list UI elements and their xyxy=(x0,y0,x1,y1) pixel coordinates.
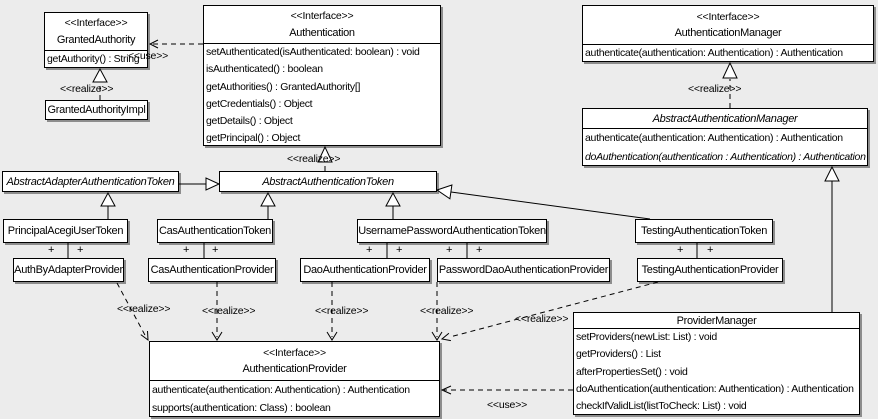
stereotype-label: <<Interface>> xyxy=(263,346,326,359)
method: doAuthentication(authentication : Authen… xyxy=(585,150,866,163)
class-name: TestingAuthenticationToken xyxy=(640,225,768,237)
class-auth-by-adapter-provider: AuthByAdapterProvider xyxy=(13,258,124,282)
stereotype-label: <<Interface>> xyxy=(696,10,760,23)
class-cas-authentication-token: CasAuthenticationToken xyxy=(157,219,273,243)
method: doAuthentication(authentication: Authent… xyxy=(576,382,854,395)
realize-label-testing: <<realize>> xyxy=(515,313,569,325)
class-testing-authentication-token: TestingAuthenticationToken xyxy=(635,219,773,243)
method: getCredentials() : Object xyxy=(206,97,313,110)
class-principal-acegi-user-token: PrincipalAcegiUserToken xyxy=(3,219,128,243)
method: setProviders(newList: List) : void xyxy=(576,331,717,343)
class-provider-manager: ProviderManager setProviders(newList: Li… xyxy=(573,312,860,415)
stereotype-label: <<Interface>> xyxy=(64,17,128,30)
realize-label-manager: <<realize>> xyxy=(688,83,742,95)
multiplicity-plus: + xyxy=(212,244,219,256)
class-abstract-adapter-authentication-token: AbstractAdapterAuthenticationToken xyxy=(2,171,179,192)
class-name: UsernamePasswordAuthenticationToken xyxy=(358,225,546,237)
multiplicity-plus: + xyxy=(446,244,453,256)
class-password-dao-authentication-provider: PasswordDaoAuthenticationProvider xyxy=(437,258,610,282)
class-granted-authority-impl: GrantedAuthorityImpl xyxy=(45,100,148,120)
method: afterPropertiesSet() : void xyxy=(576,365,688,378)
use-label-authentication: <<use>> xyxy=(128,50,169,62)
realize-arrow-testingauthenticationprovider xyxy=(440,281,659,342)
method: getAuthorities() : GrantedAuthority[] xyxy=(206,80,361,93)
class-name: PasswordDaoAuthenticationProvider xyxy=(438,264,609,276)
method: authenticate(authentication: Authenticat… xyxy=(585,47,843,59)
multiplicity-plus: + xyxy=(77,244,84,256)
class-dao-authentication-provider: DaoAuthenticationProvider xyxy=(300,258,430,282)
class-name: GrantedAuthorityImpl xyxy=(47,104,146,116)
multiplicity-plus: + xyxy=(707,244,714,256)
multiplicity-plus: + xyxy=(48,244,55,256)
class-name: Authentication xyxy=(289,26,355,39)
generalization-principal-token xyxy=(100,191,116,219)
realize-arrow-daoauthenticationprovider xyxy=(326,282,338,341)
method: getProviders() : List xyxy=(576,348,661,361)
realize-arrow-casauthenticationprovider xyxy=(211,282,223,341)
generalization-usernamepassword-token xyxy=(385,191,401,219)
class-name: ProviderManager xyxy=(676,314,757,327)
class-name: DaoAuthenticationProvider xyxy=(303,264,427,276)
realize-label-token: <<realize>> xyxy=(287,153,341,165)
class-abstract-authentication-token: AbstractAuthenticationToken xyxy=(219,171,437,192)
method: setAuthenticated(isAuthenticated: boolea… xyxy=(206,46,420,58)
realize-label-dao: <<realize>> xyxy=(315,305,369,317)
class-name: AbstractAuthenticationToken xyxy=(262,175,394,188)
generalization-cas-token xyxy=(260,191,276,219)
method: isAuthenticated() : boolean xyxy=(206,63,323,76)
class-abstract-authentication-manager: AbstractAuthenticationManager authentica… xyxy=(582,108,868,166)
method: getDetails() : Object xyxy=(206,115,293,128)
method: authenticate(authentication: Authenticat… xyxy=(585,132,843,144)
method: getAuthority() : String xyxy=(47,53,140,65)
use-arrow-providermanager xyxy=(440,385,573,395)
class-name: AuthenticationProvider xyxy=(242,363,347,376)
generalization-providermanager xyxy=(824,165,840,312)
realize-arrow-grantedauthorityimpl xyxy=(92,67,108,100)
method: getPrincipal() : Object xyxy=(206,132,301,145)
method: supports(authentication: Class) : boolea… xyxy=(152,401,331,414)
generalization-testing-token xyxy=(435,184,651,220)
class-name: CasAuthenticationProvider xyxy=(150,264,274,276)
realize-arrow-passworddaoauthenticationprovider xyxy=(431,282,443,341)
class-name: AuthByAdapterProvider xyxy=(14,264,123,276)
class-name: CasAuthenticationToken xyxy=(158,225,272,237)
class-authentication: <<Interface>> Authentication setAuthenti… xyxy=(203,5,441,146)
realize-label-cas: <<realize>> xyxy=(202,305,256,317)
multiplicity-plus: + xyxy=(396,244,403,256)
generalization-adapter-token xyxy=(179,177,221,191)
class-name: AbstractAuthenticationManager xyxy=(652,112,798,125)
multiplicity-plus: + xyxy=(366,244,373,256)
realize-arrow-authbyadapterprovider xyxy=(116,282,149,342)
multiplicity-plus: + xyxy=(183,244,190,256)
class-username-password-authentication-token: UsernamePasswordAuthenticationToken xyxy=(357,219,547,243)
method: authenticate(authentication: Authenticat… xyxy=(152,384,410,396)
realize-arrow-abstractauthenticationmanager xyxy=(722,61,738,108)
stereotype-label: <<Interface>> xyxy=(290,10,354,23)
realize-arrow-abstractauthenticationtoken xyxy=(317,145,333,171)
realize-label-passworddao: <<realize>> xyxy=(420,305,474,317)
use-label-providermanager: <<use>> xyxy=(487,399,528,411)
method: checkIfValidList(listToCheck: List) : vo… xyxy=(576,400,747,413)
multiplicity-plus: + xyxy=(476,244,483,256)
class-cas-authentication-provider: CasAuthenticationProvider xyxy=(148,258,276,282)
realize-label-grantedauthority: <<realize>> xyxy=(60,83,114,95)
association-lines xyxy=(67,243,698,258)
class-name: TestingAuthenticationProvider xyxy=(641,264,779,276)
class-authentication-provider: <<Interface>> AuthenticationProvider aut… xyxy=(149,341,440,417)
class-testing-authentication-provider: TestingAuthenticationProvider xyxy=(637,258,783,282)
class-authentication-manager: <<Interface>> AuthenticationManager auth… xyxy=(582,5,874,62)
class-granted-authority: <<Interface>> GrantedAuthority getAuthor… xyxy=(44,12,148,68)
class-name: AbstractAdapterAuthenticationToken xyxy=(6,175,175,188)
realize-label-authbyadapter: <<realize>> xyxy=(117,303,171,315)
use-arrow-authentication-grantedauthority xyxy=(148,39,203,49)
class-name: AuthenticationManager xyxy=(674,27,782,40)
multiplicity-plus: + xyxy=(677,244,684,256)
class-name: GrantedAuthority xyxy=(56,33,136,46)
class-name: PrincipalAcegiUserToken xyxy=(7,225,124,237)
